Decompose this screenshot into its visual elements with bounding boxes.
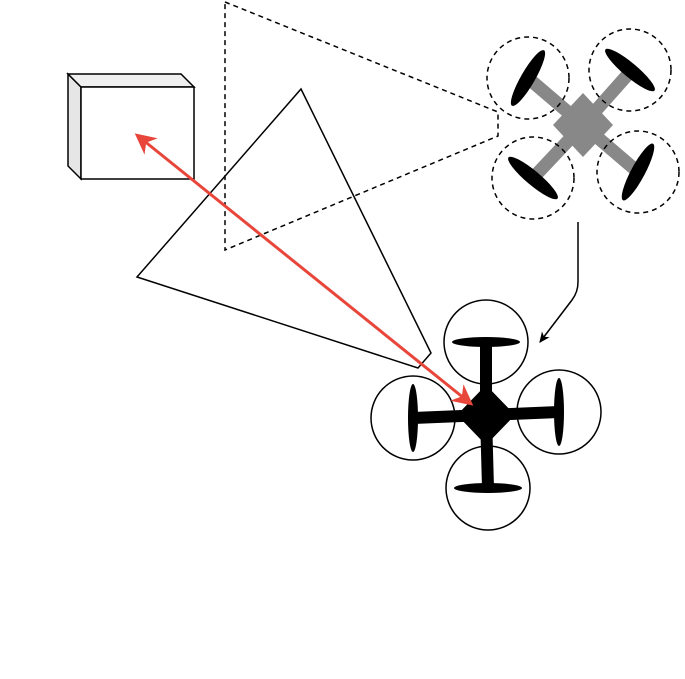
- propeller: [408, 384, 418, 452]
- ghost-rotor-ring: [588, 28, 672, 112]
- ghost-propeller: [605, 48, 655, 92]
- ghost-rotor-ring: [491, 136, 575, 220]
- propeller: [554, 378, 564, 446]
- box-front-face: [80, 86, 195, 180]
- box-top-face: [66, 73, 196, 88]
- quadcopter-ghost-icon: [486, 28, 680, 220]
- box-icon: [66, 72, 196, 181]
- propeller: [454, 483, 522, 493]
- ghost-rotor-ring: [486, 36, 570, 120]
- measurement-arrow: [134, 133, 474, 406]
- quadcopter-icon: [370, 299, 602, 531]
- ghost-propeller: [508, 156, 558, 200]
- ghost-propeller: [510, 50, 546, 106]
- ghost-rotor-ring: [596, 130, 680, 214]
- propeller: [452, 337, 520, 347]
- ghost-propeller: [621, 143, 655, 201]
- motion-arrow: [539, 222, 579, 343]
- box-side-face: [67, 72, 82, 181]
